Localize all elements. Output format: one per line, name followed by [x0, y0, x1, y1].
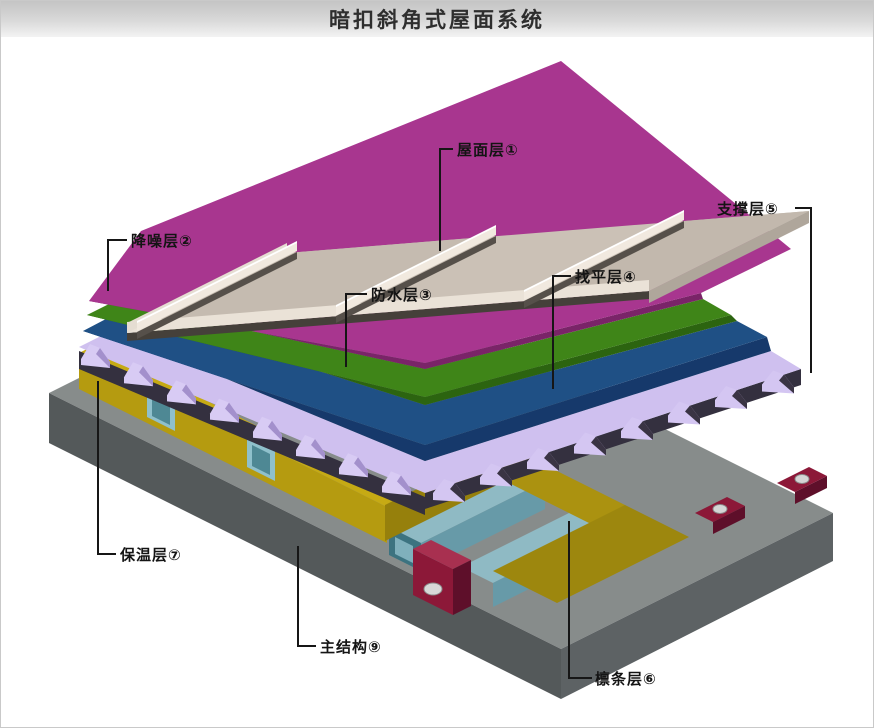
edge-clip-b — [777, 467, 827, 504]
seam-shadow — [137, 252, 297, 339]
panel-left-pan — [127, 236, 496, 333]
deck-rib-shade — [450, 483, 465, 502]
purlin1-front — [421, 481, 545, 571]
leader-leveling — [552, 275, 571, 389]
clip-b-screw — [794, 474, 810, 484]
deck-rib — [668, 401, 700, 425]
deck-rib-shade — [732, 390, 747, 409]
deck-rib-shade — [497, 467, 512, 487]
deck-rib-shade — [225, 402, 239, 423]
deck-shadow-right — [425, 369, 801, 509]
leader-support — [795, 207, 812, 373]
bracket-screw — [423, 582, 443, 596]
deck-rib — [527, 448, 559, 471]
deck-rib — [253, 416, 282, 441]
deck-shadow-front — [79, 351, 425, 515]
leader-main-structure — [297, 546, 316, 647]
leader-roof — [439, 148, 453, 251]
waterproof-top-band — [87, 299, 731, 397]
deck-rib-shade — [591, 436, 606, 456]
purlin-window-inner — [252, 445, 270, 475]
panel-right-pan — [524, 211, 809, 301]
purlin1-channel-opening — [395, 537, 413, 563]
leader-insulation — [97, 381, 116, 555]
deck-rib-shade — [544, 452, 559, 471]
deck-rib-shade — [397, 475, 411, 496]
bracket-side — [453, 560, 471, 615]
deck-rib — [167, 380, 196, 405]
seam-shadow — [336, 236, 496, 323]
label-purlin: 檩条层⑥ — [595, 670, 657, 688]
seam-highlight — [336, 225, 496, 307]
edge-clip-a — [695, 497, 745, 534]
deck-rib — [621, 417, 653, 440]
label-leveling: 找平层④ — [575, 268, 637, 286]
label-support: 支撑层⑤ — [716, 200, 779, 218]
deck-rib-shade — [638, 421, 653, 440]
label-noise: 降噪层② — [131, 232, 193, 250]
clip-a-front — [713, 506, 745, 534]
deck-rib — [574, 432, 606, 456]
clip-a-screw — [712, 504, 728, 514]
deck-rib — [81, 344, 110, 368]
leader-noise — [107, 239, 127, 291]
deck-rib — [296, 435, 325, 459]
label-insulation: 保温层⑦ — [119, 546, 182, 564]
deck-rib-shade — [96, 348, 110, 368]
deck-rib — [715, 386, 747, 409]
purlin-bracket — [413, 540, 471, 615]
deck-rib-shade — [685, 405, 700, 425]
seam-ridge — [524, 211, 684, 300]
roof-system-diagram: 屋面层① 降噪层② 防水层③ 找平层④ 支撑层⑤ 檩条层⑥ 保温层⑦ 主结构⑨ — [49, 61, 833, 699]
roof-panel-layer — [127, 210, 809, 341]
purlin2-top — [461, 501, 625, 583]
deck-rib-shade — [268, 420, 282, 441]
standing-seams — [137, 210, 684, 339]
annotations: 屋面层① 降噪层② 防水层③ 找平层④ 支撑层⑤ 檩条层⑥ 保温层⑦ 主结构⑨ — [97, 142, 812, 688]
deck-rib-shade — [354, 457, 368, 478]
clip-b-front — [795, 476, 827, 504]
label-main-structure: 主结构⑨ — [320, 638, 382, 656]
deck-rib — [433, 479, 465, 502]
seam-ridge — [137, 242, 297, 331]
panel-right-edge-fold — [649, 211, 809, 303]
deck-rib-shade — [182, 384, 196, 405]
deck-rib — [124, 362, 153, 387]
label-waterproof: 防水层③ — [371, 286, 433, 304]
base-right-face — [561, 513, 833, 699]
deck-rib — [480, 463, 512, 487]
insulation-right-strip — [493, 505, 689, 603]
page-title: 暗扣斜角式屋面系统 — [329, 9, 545, 32]
title-bar: 暗扣斜角式屋面系统 — [1, 1, 873, 37]
label-roof: 屋面层① — [457, 142, 519, 159]
leader-purlin — [568, 521, 592, 679]
seam-shadow — [524, 221, 684, 308]
deck-rib — [382, 471, 411, 496]
seam-ridge — [336, 226, 496, 315]
deck-rib — [339, 453, 368, 478]
bracket-front — [413, 549, 453, 615]
deck-rib — [762, 370, 794, 394]
base-front-face — [49, 393, 561, 699]
panel-eave-band — [127, 280, 649, 333]
deck-top-surface — [79, 331, 801, 493]
panel-shadow — [127, 291, 649, 341]
bracket-top — [413, 540, 471, 569]
deck-rib-shade — [139, 366, 153, 387]
deck-ribs-right — [433, 370, 794, 502]
seam-highlight — [137, 241, 297, 323]
deck-rib-shade — [311, 439, 325, 459]
leader-waterproof — [345, 293, 367, 367]
support-deck-layer — [79, 331, 801, 515]
deck-rib-shade — [779, 374, 794, 394]
seam-highlight — [524, 210, 684, 292]
deck-ribs-front — [81, 344, 411, 496]
deck-rib — [210, 398, 239, 423]
